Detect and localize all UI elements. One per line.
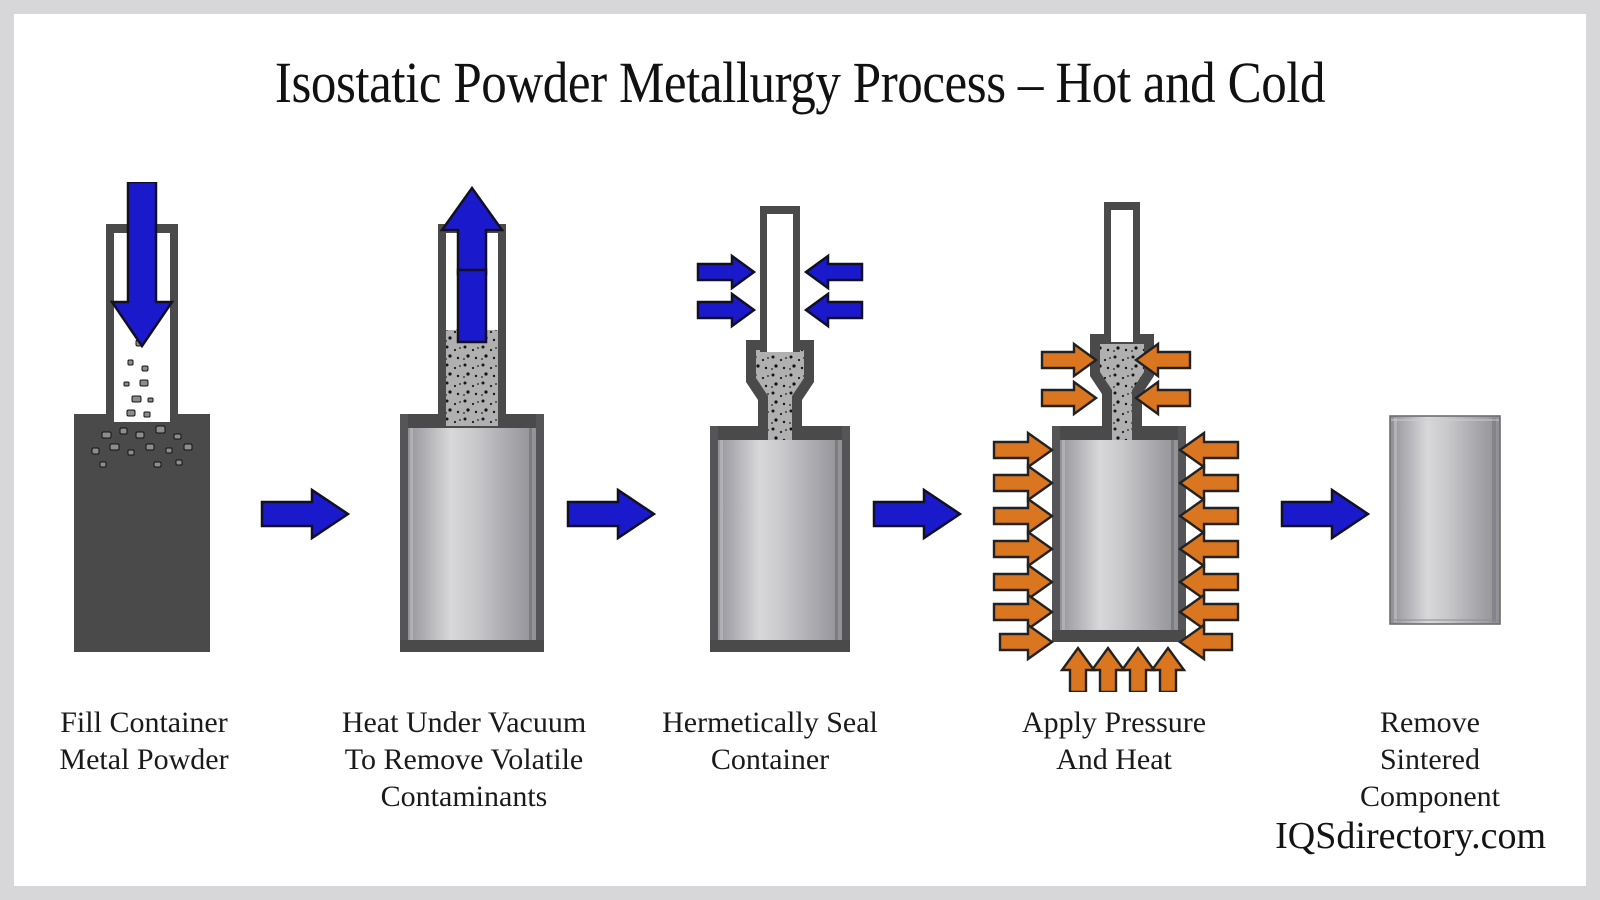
connector-2 [566, 486, 656, 542]
step-seal-figure [680, 192, 880, 662]
caption-line: Hermetically Seal [662, 706, 878, 739]
watermark: IQSdirectory.com [1275, 815, 1546, 857]
powder-fill [444, 330, 500, 426]
container-body [74, 414, 210, 652]
step-pressure-heat-caption: Apply Pressure And Heat [974, 704, 1254, 778]
step-sintered-component-caption: Remove Sintered Component [1300, 704, 1560, 815]
step-fill-container-figure [24, 182, 264, 662]
caption-line: Remove [1380, 706, 1480, 739]
arrow-right-icon [260, 487, 350, 541]
step-seal-caption: Hermetically Seal Container [620, 704, 920, 778]
pressure-arrows-bottom [1059, 645, 1187, 692]
pressure-arrows-neck [1040, 341, 1192, 417]
container-body [400, 414, 544, 652]
step-heat-vacuum-figure [372, 182, 572, 662]
caption-line: Sintered [1380, 743, 1480, 776]
caption-line: And Heat [1056, 743, 1172, 776]
caption-line: Metal Powder [59, 743, 229, 776]
sealed-neck [746, 206, 814, 440]
diagram-frame: Isostatic Powder Metallurgy Process – Ho… [14, 14, 1586, 886]
container-body [1052, 426, 1186, 642]
caption-line: Contaminants [380, 780, 548, 813]
sealed-neck [1090, 202, 1154, 440]
connector-3 [872, 486, 962, 542]
falling-powder-particles [91, 339, 193, 468]
seal-arrow-left-2 [696, 291, 757, 329]
caption-line: Apply Pressure [1021, 706, 1207, 739]
arrow-up-icon [439, 185, 505, 344]
step-heat-vacuum-caption: Heat Under Vacuum To Remove Volatile Con… [314, 704, 614, 815]
arrow-right-icon [1280, 487, 1370, 541]
connector-4 [1280, 486, 1370, 542]
caption-line: Container [710, 743, 830, 776]
sintered-billet [1389, 415, 1501, 625]
page-title: Isostatic Powder Metallurgy Process – Ho… [274, 50, 1326, 115]
container-body [710, 426, 850, 652]
seal-arrow-right-2 [803, 291, 864, 329]
arrow-right-icon [872, 487, 962, 541]
caption-line: Component [1360, 780, 1500, 813]
seal-arrow-left-1 [696, 253, 757, 291]
pressure-arrows-body [992, 430, 1240, 662]
caption-line: To Remove Volatile [344, 743, 584, 776]
step-sintered-component-figure [1370, 402, 1530, 642]
seal-arrow-right-1 [803, 253, 864, 291]
connector-1 [260, 486, 350, 542]
arrow-right-icon [566, 487, 656, 541]
step-pressure-heat-figure [986, 192, 1246, 692]
arrow-down-icon [109, 182, 175, 349]
caption-line: Fill Container [60, 706, 228, 739]
step-fill-container-caption: Fill Container Metal Powder [24, 704, 264, 778]
caption-line: Heat Under Vacuum [341, 706, 587, 739]
